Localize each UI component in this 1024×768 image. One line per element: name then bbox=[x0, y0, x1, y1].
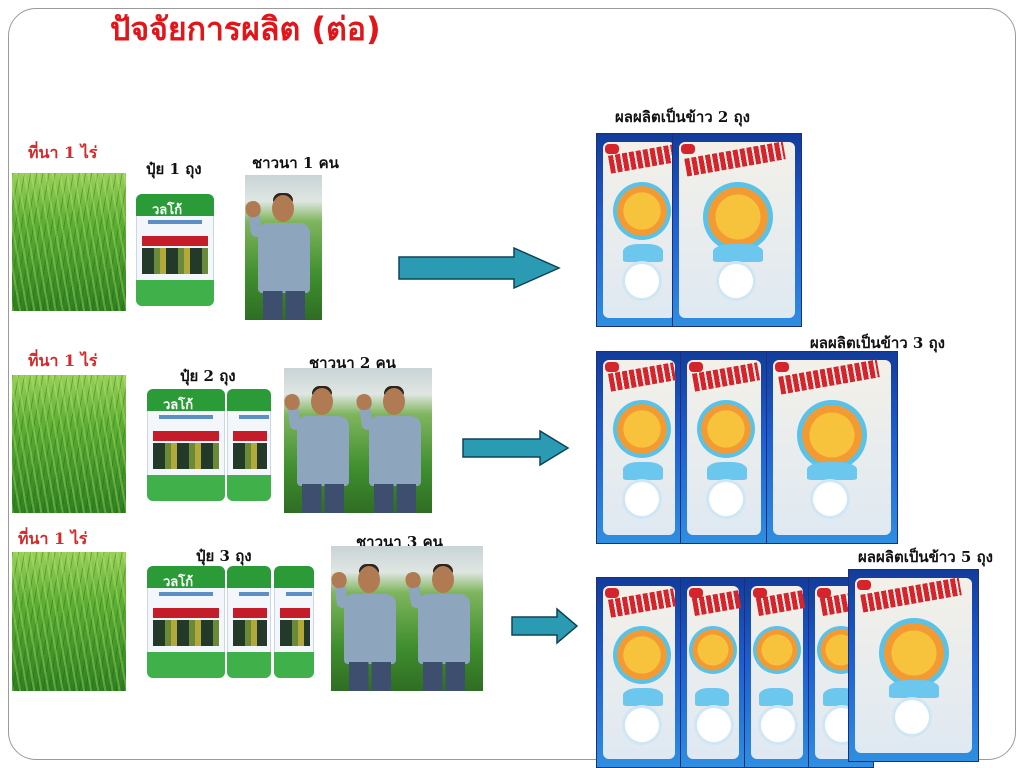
rice-field-photo bbox=[12, 552, 126, 691]
rice-bag bbox=[596, 577, 682, 768]
fertilizer-bag: วลโก้ bbox=[147, 566, 225, 678]
right-arrow-icon bbox=[511, 607, 579, 645]
fertilizer-bag bbox=[274, 566, 314, 678]
farmer-figure bbox=[284, 384, 358, 513]
rice-field-photo bbox=[12, 375, 126, 513]
rice-bag bbox=[744, 577, 810, 768]
farmer-photo bbox=[331, 546, 483, 691]
farmer-label: ชาวนา 1 คน bbox=[252, 154, 339, 172]
rice-field-photo bbox=[12, 173, 126, 311]
rice-bag bbox=[680, 577, 746, 768]
farmer-label: ชาวนา 2 คน bbox=[309, 354, 396, 372]
fertilizer-bag bbox=[227, 566, 271, 678]
rice-bag bbox=[680, 351, 768, 544]
rice-bag bbox=[848, 569, 979, 762]
output-label: ผลผลิตเป็นข้าว 5 ถุง bbox=[858, 548, 993, 566]
farmer-photo bbox=[284, 368, 432, 513]
fertilizer-bag: วลโก้ bbox=[147, 389, 225, 501]
farmer-figure bbox=[331, 562, 405, 691]
slide-frame bbox=[8, 8, 1016, 760]
output-label: ผลผลิตเป็นข้าว 2 ถุง bbox=[615, 108, 750, 126]
farmer-figure bbox=[245, 191, 319, 320]
farmer-figure bbox=[404, 562, 479, 691]
right-arrow-icon bbox=[398, 246, 561, 290]
fertilizer-bag bbox=[227, 389, 271, 501]
right-arrow-icon bbox=[462, 429, 570, 467]
rice-bag bbox=[596, 351, 682, 544]
field-label: ที่นา 1 ไร่ bbox=[28, 143, 98, 162]
rice-bag bbox=[596, 133, 682, 327]
rice-bag bbox=[672, 133, 802, 327]
fertilizer-label: ปุ๋ย 1 ถุง bbox=[146, 160, 202, 178]
slide-title: ปัจจัยการผลิต (ต่อ) bbox=[110, 10, 381, 48]
field-label: ที่นา 1 ไร่ bbox=[18, 529, 88, 548]
rice-bag bbox=[766, 351, 898, 544]
farmer-photo bbox=[245, 175, 322, 320]
output-label: ผลผลิตเป็นข้าว 3 ถุง bbox=[810, 334, 945, 352]
fertilizer-bag: วลโก้ bbox=[136, 194, 214, 306]
field-label: ที่นา 1 ไร่ bbox=[28, 351, 98, 370]
fertilizer-label: ปุ๋ย 3 ถุง bbox=[196, 547, 252, 565]
farmer-figure bbox=[355, 384, 430, 513]
fertilizer-label: ปุ๋ย 2 ถุง bbox=[180, 367, 236, 385]
